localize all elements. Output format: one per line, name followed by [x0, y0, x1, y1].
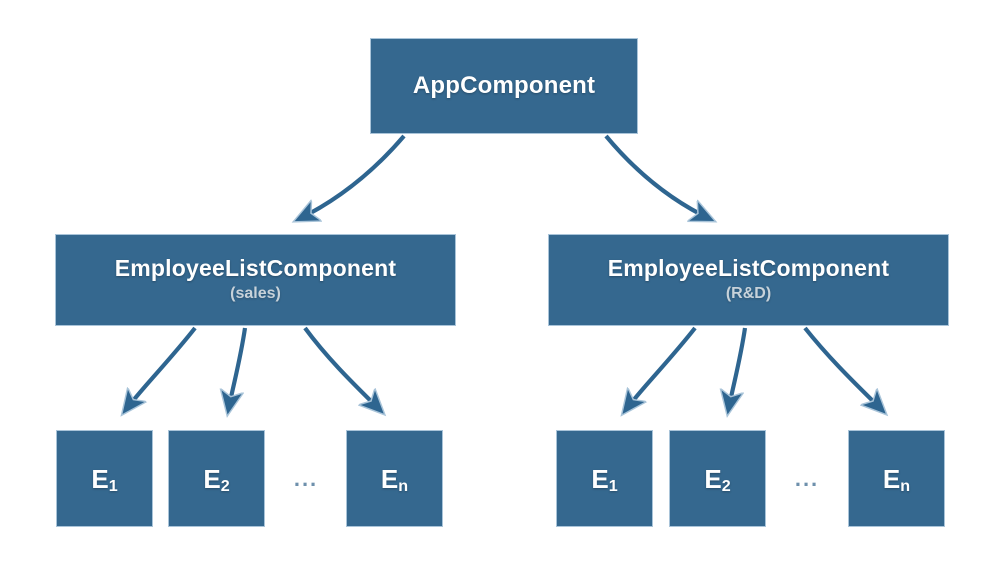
- node-employee-list-component-sales-sublabel: (sales): [230, 285, 281, 303]
- node-employee-list-component-rnd-label: EmployeeListComponent: [607, 255, 890, 282]
- node-employee-rnd-2-label: E2: [704, 463, 731, 496]
- node-employee-sales-n-label: En: [380, 463, 409, 496]
- edge-list-rnd-to-e2: [728, 327, 748, 412]
- node-app-component-label: AppComponent: [412, 72, 596, 100]
- node-app-component[interactable]: AppComponent: [370, 38, 638, 134]
- node-employee-sales-2-label: E2: [203, 463, 230, 496]
- ellipsis-rnd: ...: [794, 466, 820, 491]
- edge-list-sales-to-e1: [124, 326, 197, 412]
- node-employee-rnd-1-label: E1: [591, 463, 618, 496]
- node-employee-list-component-sales[interactable]: EmployeeListComponent (sales): [55, 234, 456, 326]
- node-employee-list-component-sales-label: EmployeeListComponent: [114, 255, 397, 282]
- node-employee-rnd-1[interactable]: E1: [556, 430, 653, 527]
- node-employee-sales-n[interactable]: En: [346, 430, 443, 527]
- node-employee-sales-1[interactable]: E1: [56, 430, 153, 527]
- node-employee-rnd-n-label: En: [882, 463, 911, 496]
- node-employee-rnd-n[interactable]: En: [848, 430, 945, 527]
- edge-app-to-list-sales: [297, 134, 406, 220]
- node-employee-list-component-rnd[interactable]: EmployeeListComponent (R&D): [548, 234, 949, 326]
- edge-list-rnd-to-e1: [624, 326, 697, 412]
- node-employee-sales-2[interactable]: E2: [168, 430, 265, 527]
- node-employee-rnd-2[interactable]: E2: [669, 430, 766, 527]
- node-employee-sales-1-label: E1: [91, 463, 118, 496]
- edge-app-to-list-rnd: [604, 134, 712, 220]
- node-employee-list-component-rnd-sublabel: (R&D): [725, 285, 772, 303]
- ellipsis-sales: ...: [293, 466, 319, 491]
- edge-list-rnd-to-en: [803, 326, 884, 412]
- edge-list-sales-to-e2: [228, 327, 248, 412]
- edge-list-sales-to-en: [303, 326, 382, 412]
